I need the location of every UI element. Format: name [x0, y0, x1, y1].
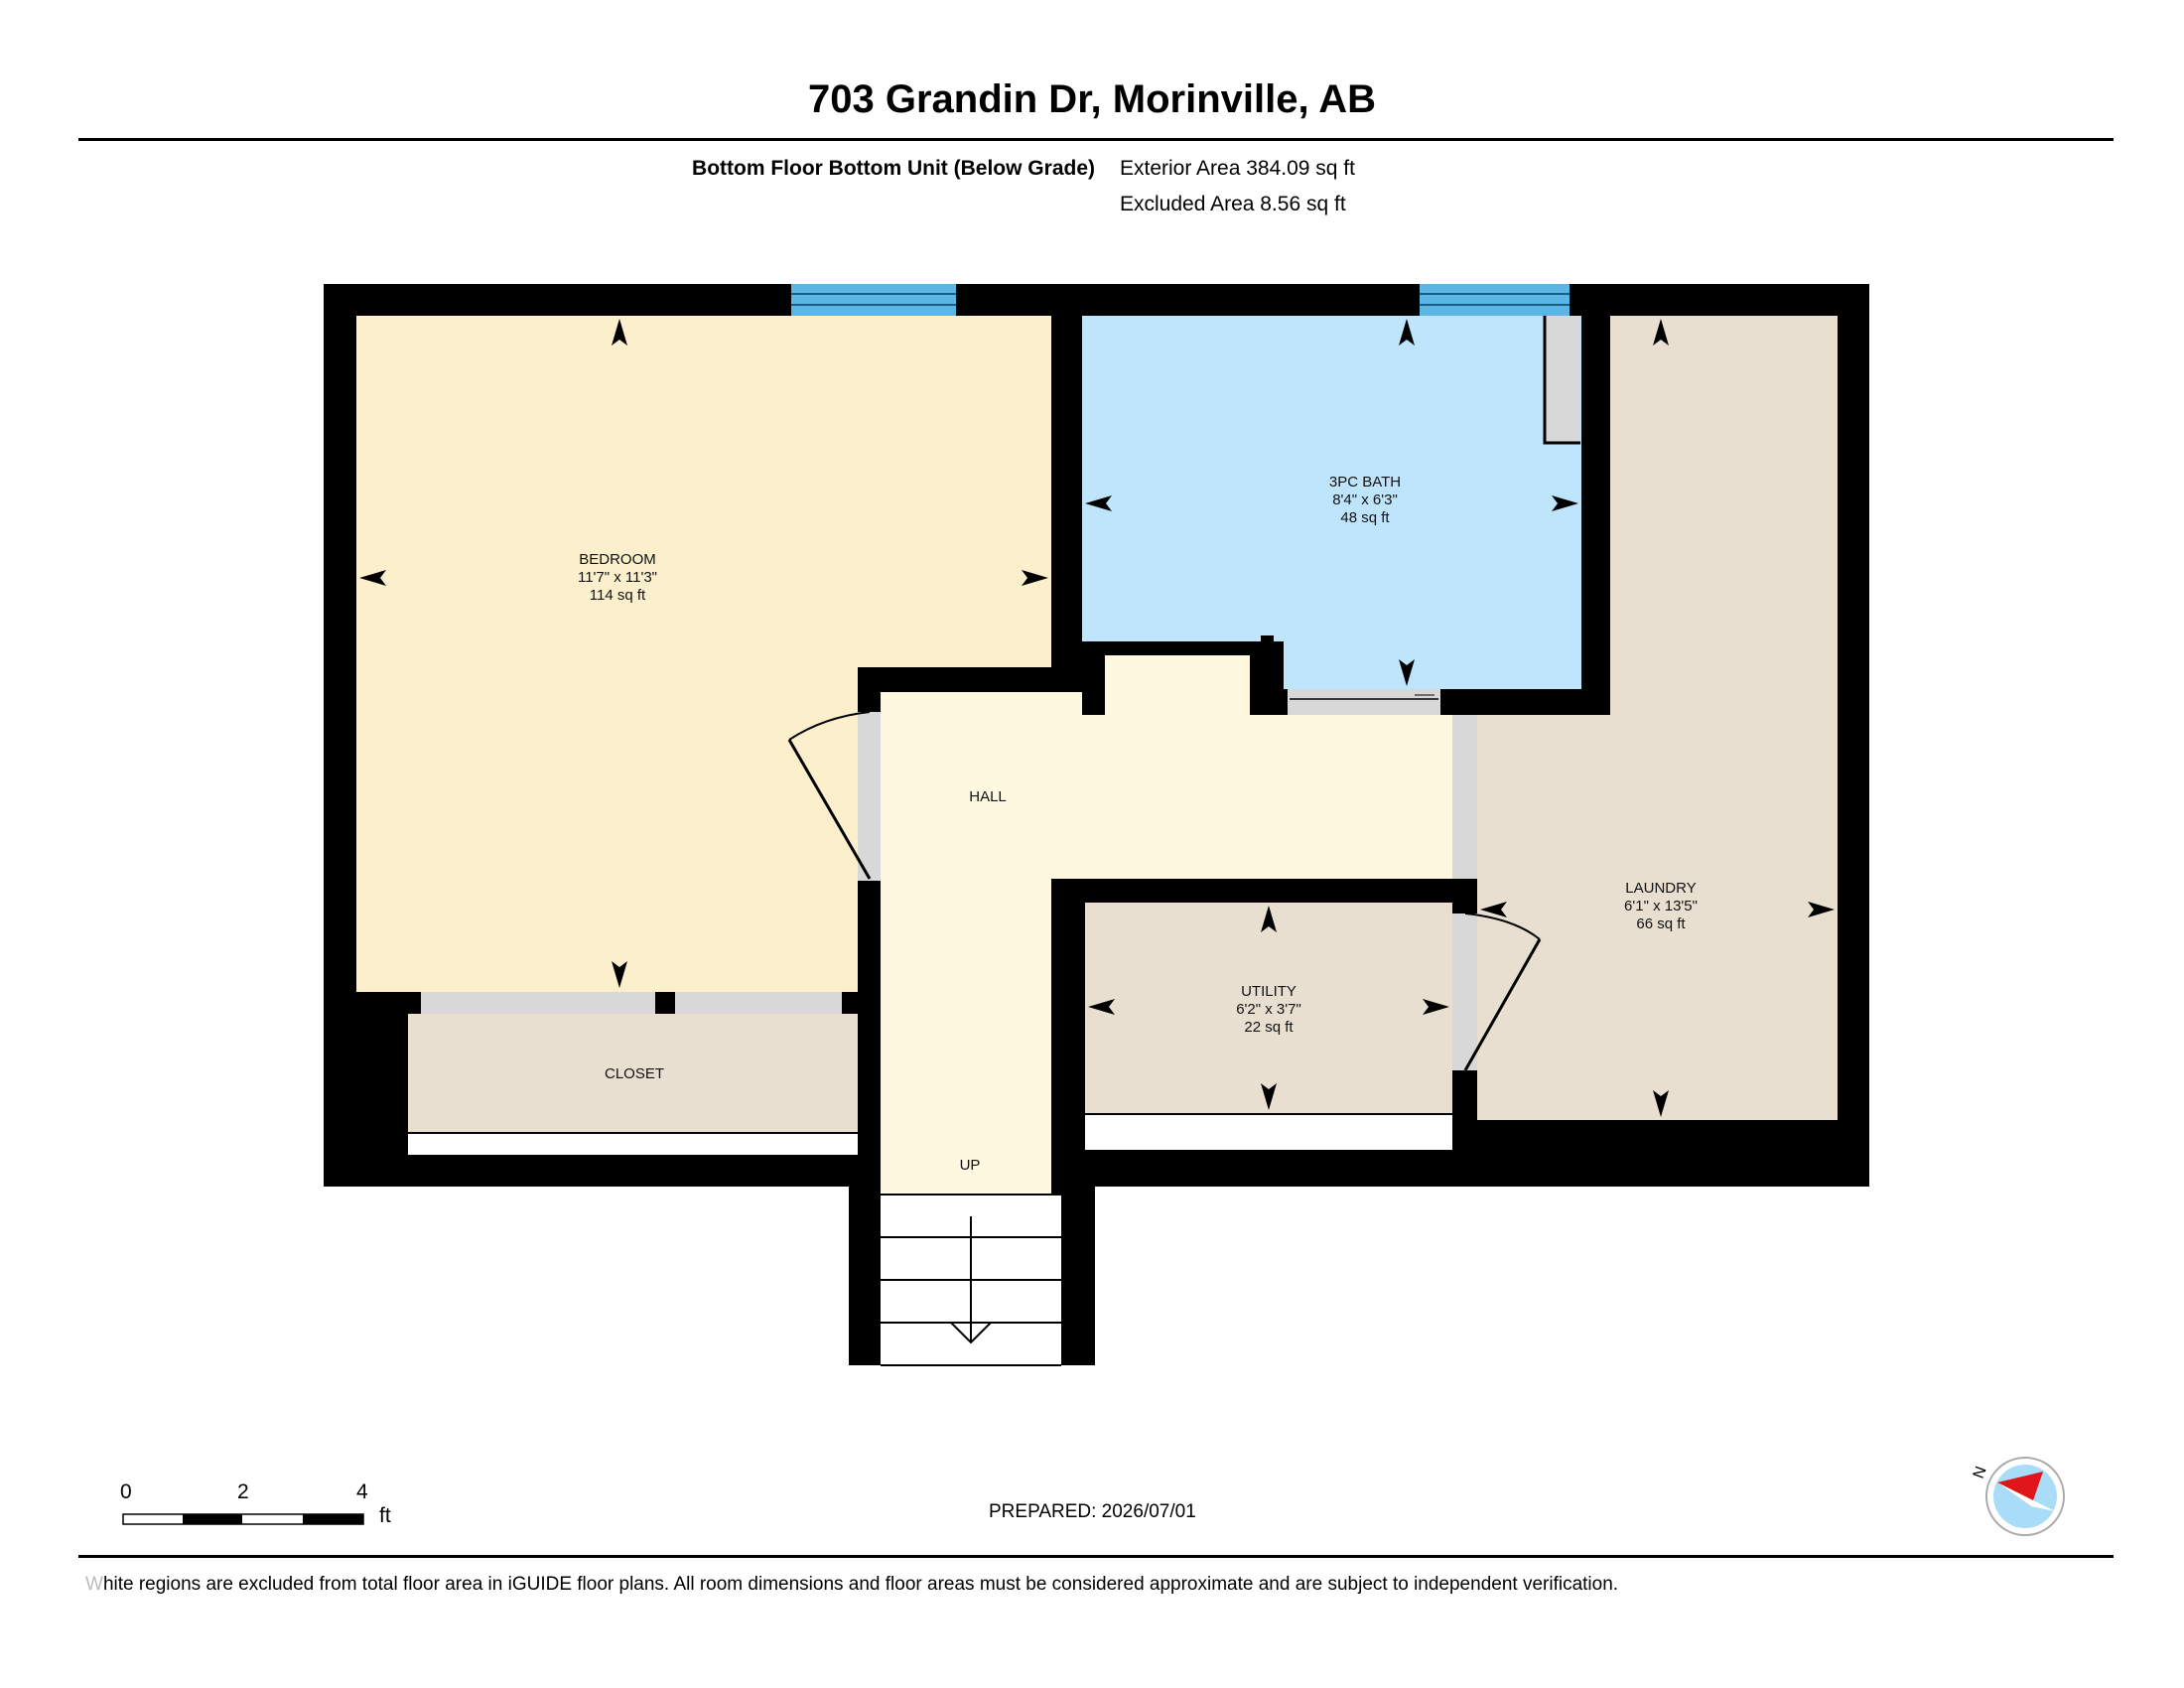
scale-tick-0: 0 — [120, 1480, 132, 1503]
scale-unit: ft — [379, 1504, 391, 1527]
dimension-arrows — [359, 319, 1835, 1117]
header-rule — [78, 138, 2114, 141]
scale-tick-2: 2 — [237, 1480, 249, 1503]
scale-bar — [122, 1513, 364, 1525]
floor-label: Bottom Floor Bottom Unit (Below Grade) — [692, 157, 1095, 180]
bath-room — [1082, 316, 1581, 689]
window-bath — [1420, 284, 1570, 316]
utility-dims: 6'2" x 3'7" — [1236, 1001, 1301, 1018]
disclaimer-text: hite regions are excluded from total flo… — [102, 1574, 1619, 1595]
bath-lower-notch — [1274, 635, 1581, 689]
laundry-dims: 6'1" x 13'5" — [1624, 898, 1698, 914]
closet-white-strip — [408, 1134, 859, 1155]
stairs — [881, 1194, 1061, 1366]
excluded-area: Excluded Area 8.56 sq ft — [1120, 193, 1346, 215]
footer-rule — [78, 1555, 2114, 1558]
utility-area: 22 sq ft — [1244, 1019, 1294, 1036]
stairs-up-label: UP — [960, 1157, 981, 1174]
bath-name: 3PC BATH — [1329, 474, 1401, 491]
laundry-name: LAUNDRY — [1625, 880, 1696, 897]
bedroom-name: BEDROOM — [579, 551, 656, 568]
bath-dims: 8'4" x 6'3" — [1332, 492, 1398, 508]
door-openings — [421, 316, 1580, 1070]
utility-name: UTILITY — [1241, 983, 1297, 1000]
utility-room — [1085, 903, 1452, 1113]
disclaimer: White regions are excluded from total fl… — [85, 1574, 1618, 1596]
closet-room — [408, 1014, 859, 1133]
window-bedroom — [791, 284, 956, 316]
hall-room — [881, 655, 1454, 1195]
exterior-area: Exterior Area 384.09 sq ft — [1120, 157, 1355, 180]
hall-name: HALL — [969, 788, 1007, 805]
page-title: 703 Grandin Dr, Morinville, AB — [808, 77, 1376, 121]
bath-area: 48 sq ft — [1340, 509, 1390, 526]
disclaimer-first-letter: W — [85, 1574, 103, 1595]
prepared-date: PREPARED: 2026/07/01 — [989, 1501, 1196, 1522]
laundry-area: 66 sq ft — [1636, 915, 1686, 932]
bath-shower-line — [1543, 316, 1580, 445]
scale-tick-4: 4 — [356, 1480, 368, 1503]
closet-name: CLOSET — [605, 1065, 664, 1082]
door-swings — [787, 711, 1542, 1071]
compass-label: N — [1971, 1465, 1990, 1481]
laundry-lower — [1477, 715, 1838, 1120]
bedroom-area: 114 sq ft — [590, 587, 646, 604]
bedroom-lower-ext — [356, 675, 858, 992]
compass-icon: N — [1971, 1457, 2065, 1536]
bedroom-dims: 11'7" x 11'3" — [578, 569, 657, 586]
utility-white-strip — [1085, 1115, 1452, 1150]
